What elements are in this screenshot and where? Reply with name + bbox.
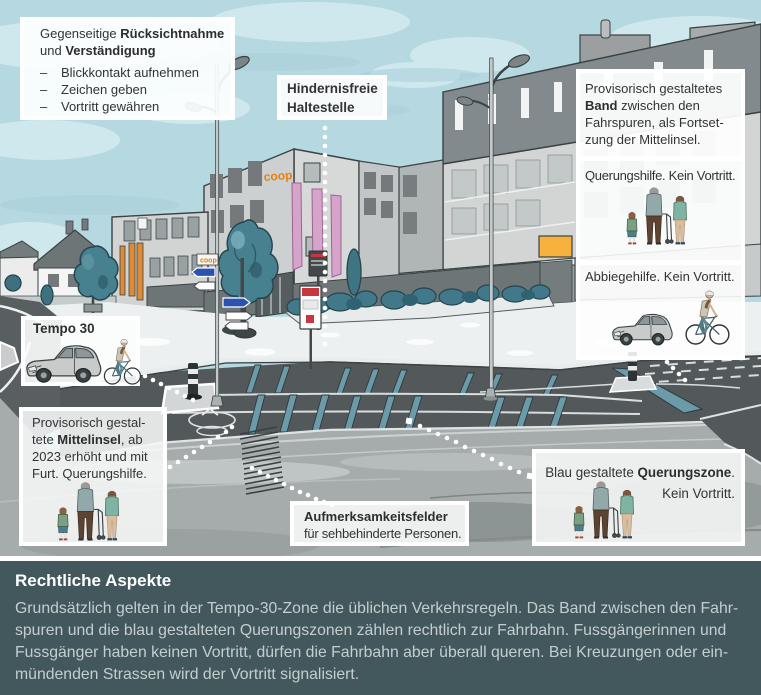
svg-text:coop: coop: [263, 168, 293, 184]
svg-text:coop: coop: [200, 258, 217, 265]
